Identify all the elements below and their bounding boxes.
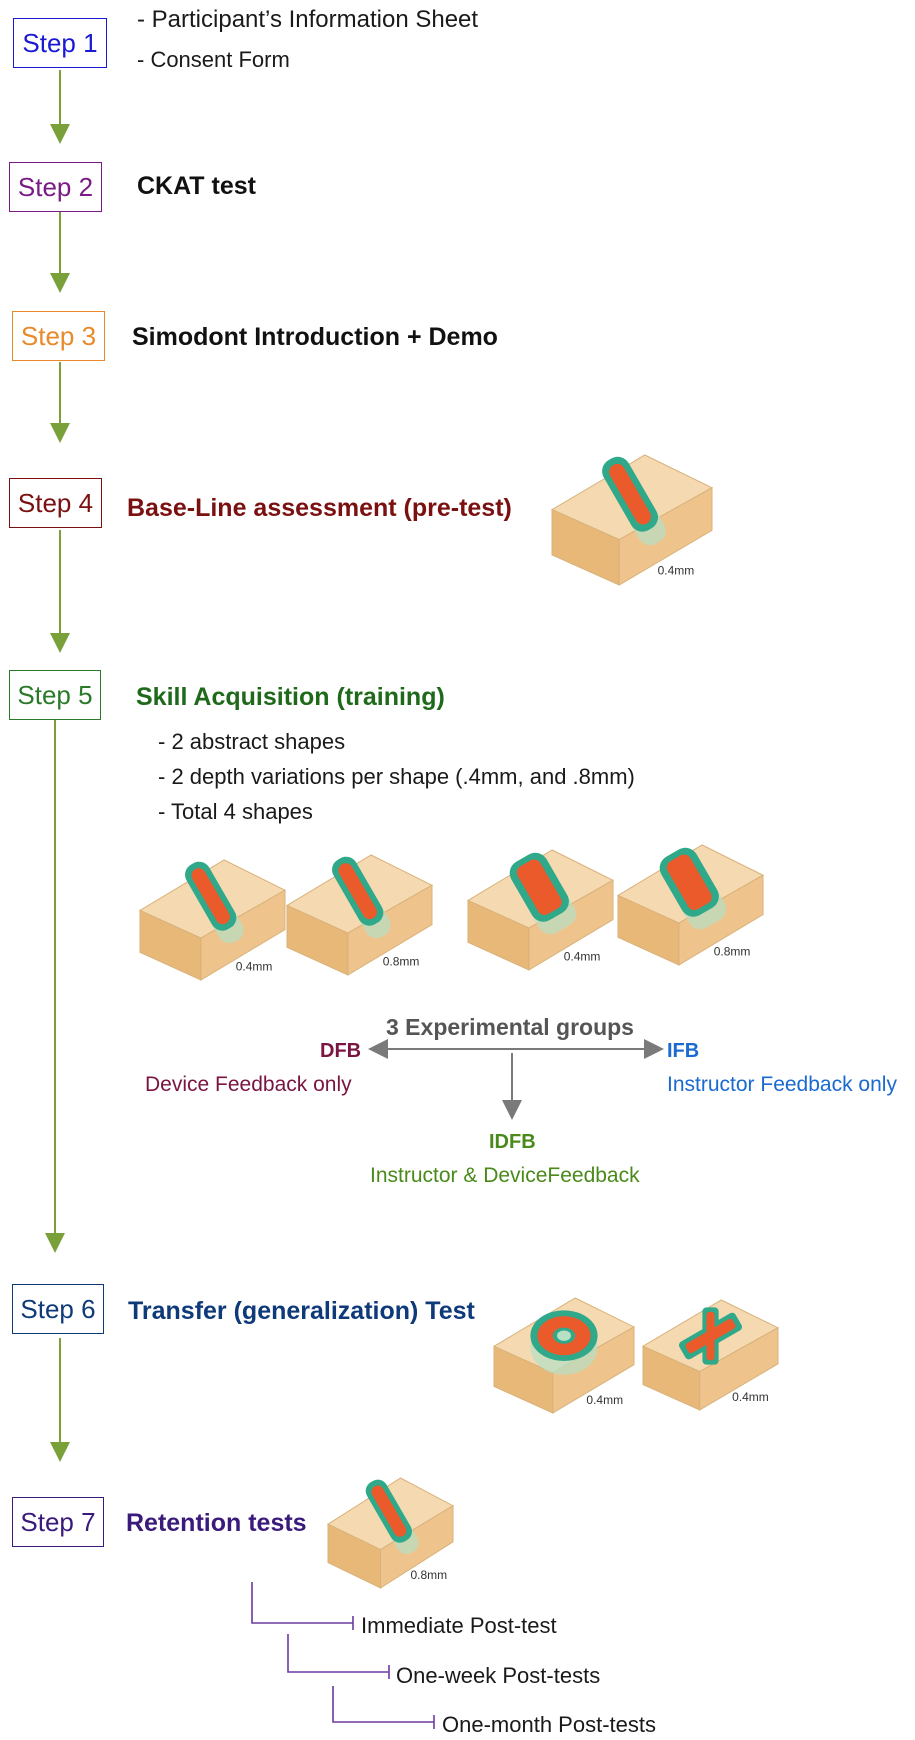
step3-title: Simodont Introduction + Demo (132, 323, 498, 351)
step5-block-2-label: 0.8mm (383, 954, 420, 968)
step6-title: Transfer (generalization) Test (128, 1297, 475, 1325)
step7-title: Retention tests (126, 1509, 307, 1537)
retention-one-month: One-month Post-tests (442, 1712, 656, 1737)
step6-block-1: 0.4mm (492, 1297, 636, 1414)
retention-immediate: Immediate Post-test (361, 1613, 557, 1638)
step-1-box: Step 1 (13, 18, 107, 68)
step-5-label: Step 5 (17, 679, 93, 710)
retention-line-month (332, 1686, 434, 1723)
dfb-desc: Device Feedback only (145, 1073, 352, 1096)
step5-item-shapes: - 2 abstract shapes (158, 729, 346, 754)
step5-block-4: 0.8mm (616, 844, 765, 966)
step5-block-1: 0.4mm (138, 859, 287, 981)
retention-line-immediate (251, 1582, 353, 1624)
step-6-label: Step 6 (20, 1293, 96, 1324)
step-4-label: Step 4 (17, 487, 94, 518)
step-3-label: Step 3 (20, 320, 97, 351)
step6-block-2: 0.4mm (641, 1299, 780, 1411)
step-1-label: Step 1 (22, 27, 98, 58)
idfb-desc: Instructor & DeviceFeedback (370, 1164, 640, 1187)
step-5-box: Step 5 (9, 670, 101, 720)
step6-block-1-label: 0.4mm (586, 1393, 623, 1407)
ifb-desc: Instructor Feedback only (667, 1073, 897, 1096)
step-3-box: Step 3 (12, 311, 105, 361)
step4-block-label: 0.4mm (658, 564, 695, 578)
step7-block: 0.8mm (326, 1477, 455, 1589)
step5-item-depth: - 2 depth variations per shape (.4mm, an… (158, 764, 635, 789)
step6-block-2-label: 0.4mm (732, 1390, 769, 1404)
step5-block-1-label: 0.4mm (236, 959, 273, 973)
step4-block: 0.4mm (550, 454, 714, 586)
dfb-code: DFB (320, 1040, 362, 1062)
step5-block-3: 0.4mm (466, 849, 615, 971)
step5-title: Skill Acquisition (training) (136, 683, 445, 711)
step-2-label: Step 2 (17, 171, 94, 202)
step5-item-total: - Total 4 shapes (158, 799, 313, 824)
idfb-code: IDFB (489, 1131, 536, 1153)
step1-item-consent: - Consent Form (137, 47, 290, 72)
ifb-code: IFB (667, 1040, 700, 1062)
step-7-box: Step 7 (12, 1497, 104, 1547)
step1-item-info-sheet: - Participant’s Information Sheet (137, 6, 479, 33)
step4-title: Base-Line assessment (pre-test) (127, 494, 512, 522)
step7-block-label: 0.8mm (411, 1568, 448, 1582)
step-6-box: Step 6 (12, 1284, 104, 1334)
groups-title: 3 Experimental groups (386, 1014, 634, 1040)
step5-block-4-label: 0.8mm (714, 944, 751, 958)
step-7-label: Step 7 (20, 1506, 96, 1537)
step5-block-3-label: 0.4mm (564, 949, 601, 963)
retention-one-week: One-week Post-tests (396, 1663, 601, 1688)
step-4-box: Step 4 (9, 478, 102, 528)
step2-title: CKAT test (137, 172, 256, 200)
retention-line-week (287, 1634, 389, 1673)
step5-block-2: 0.8mm (285, 854, 434, 976)
step-2-box: Step 2 (9, 162, 102, 212)
